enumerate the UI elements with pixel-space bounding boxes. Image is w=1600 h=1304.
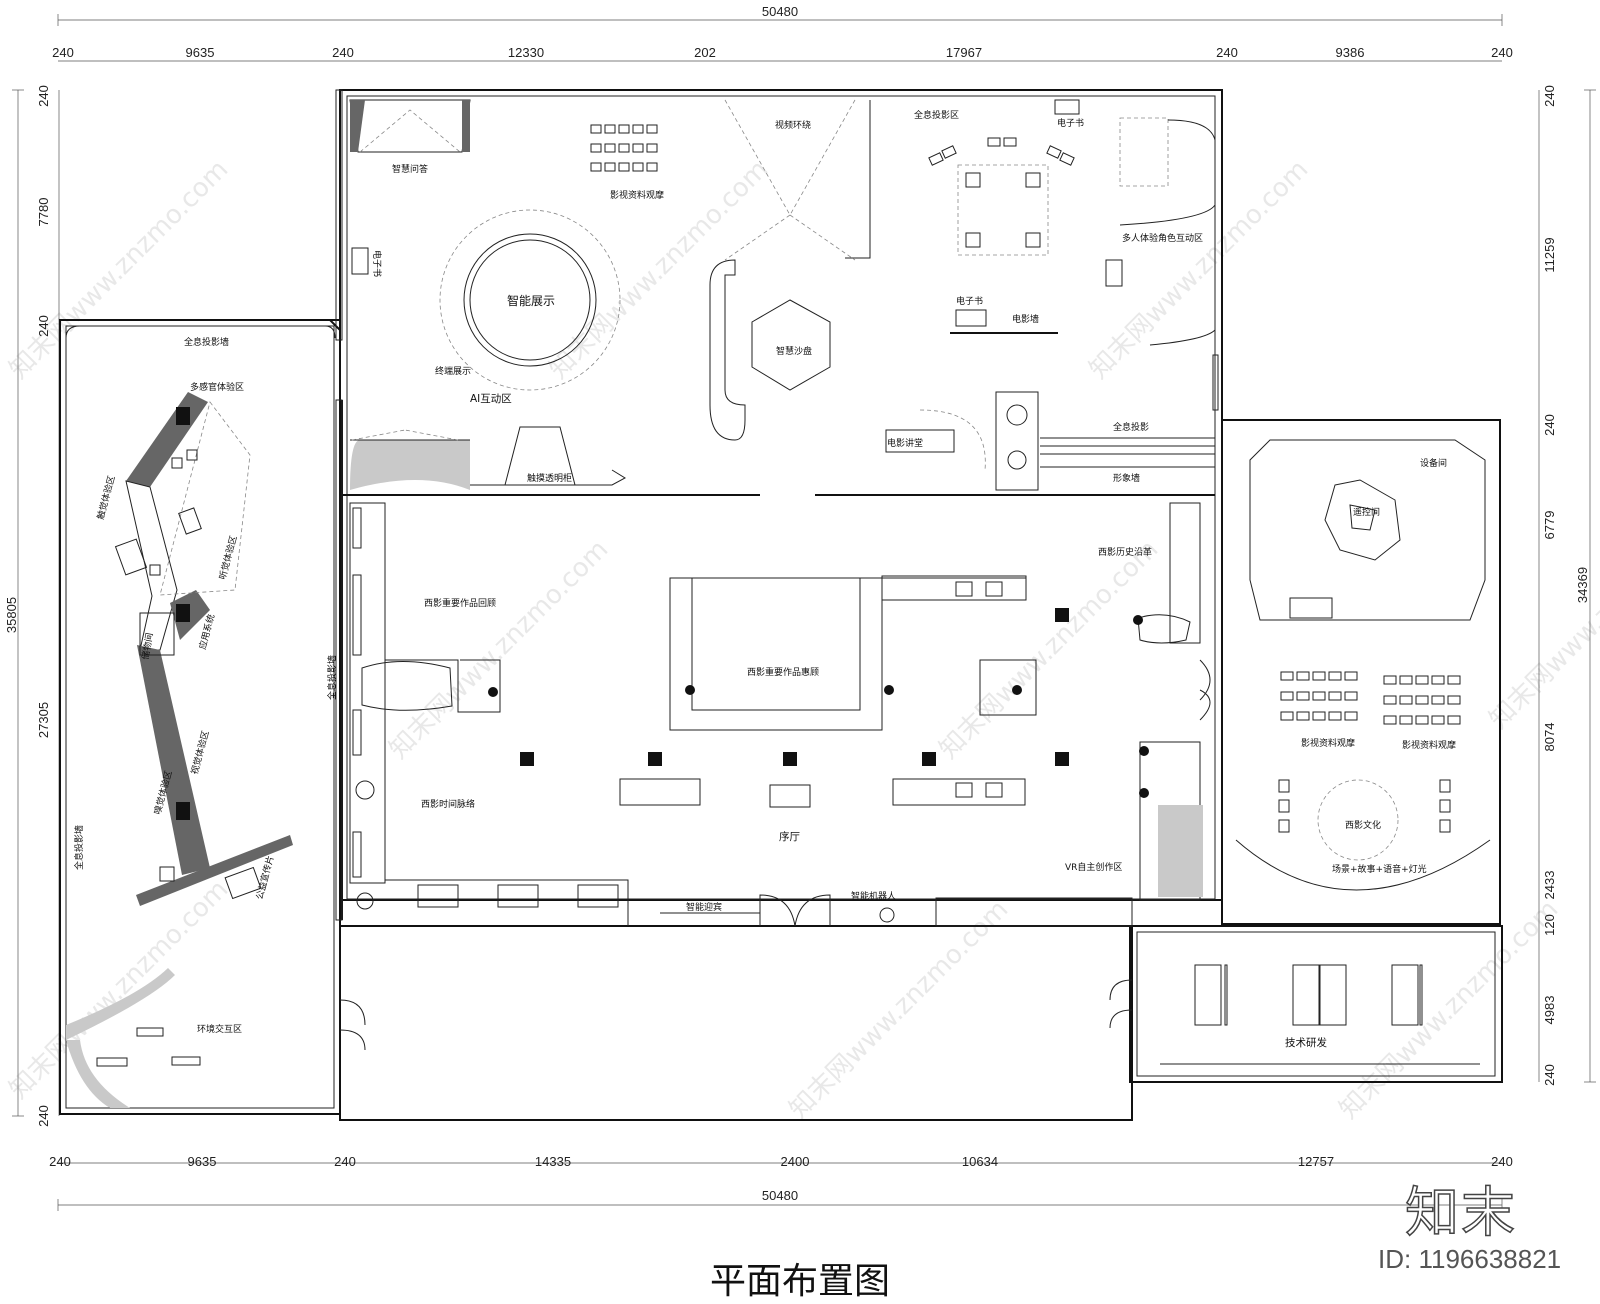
room-label: 触觉体验区	[94, 474, 117, 521]
dim-right: 11259	[1542, 237, 1557, 272]
dim-right: 4983	[1542, 996, 1557, 1025]
asset-id: ID: 1196638821	[1378, 1244, 1562, 1274]
dim-bottom: 9635	[188, 1154, 217, 1169]
room-label: 电子书	[956, 295, 983, 307]
watermark-layer: 知末网www.znzmo.com 知末网www.znzmo.com 知末网www…	[4, 154, 1600, 1125]
watermark: 知末网www.znzmo.com	[934, 534, 1165, 765]
dim-bottom-total: 50480	[762, 1188, 798, 1203]
room-label: 西影历史沿革	[1098, 546, 1152, 558]
room-label: 电子书	[1057, 117, 1084, 129]
dim-left: 7780	[36, 198, 51, 227]
dim-top: 240	[1216, 45, 1238, 60]
room-label: AI互动区	[470, 393, 512, 405]
seat-grid-top	[590, 124, 658, 172]
room-label: 触摸透明柜	[527, 472, 572, 484]
dim-right: 120	[1542, 914, 1557, 936]
holo-zone	[885, 99, 1219, 491]
dim-bottom: 240	[1491, 1154, 1513, 1169]
room-label: 电影墙	[1012, 313, 1039, 325]
watermark: 知末网www.znzmo.com	[384, 534, 615, 765]
room-label: 听觉体验区	[216, 534, 239, 581]
room-label: 视频环绕	[775, 119, 811, 131]
room-label: 多感官体验区	[190, 381, 244, 393]
dim-right: 240	[1542, 1064, 1557, 1086]
brand-logo: 知末	[1404, 1180, 1517, 1245]
dim-right: 6779	[1542, 511, 1557, 540]
watermark: 知末网www.znzmo.com	[1334, 894, 1565, 1125]
dim-left: 240	[36, 1105, 51, 1127]
video-sandtable-zone	[709, 99, 871, 441]
room-label: 西影时间脉络	[421, 798, 475, 810]
room-label: 技术研发	[1285, 1036, 1327, 1049]
dim-top: 9386	[1336, 45, 1365, 60]
watermark: 知末网www.znzmo.com	[544, 154, 775, 385]
room-label: 西影文化	[1345, 819, 1381, 831]
room-label: 多人体验角色互动区	[1122, 232, 1203, 244]
room-label: 遥控间	[1353, 506, 1380, 518]
dim-bottom: 240	[334, 1154, 356, 1169]
dim-right: 8074	[1542, 723, 1557, 752]
room-label: 西影重要作品回顾	[424, 597, 496, 609]
dim-right: 240	[1542, 414, 1557, 436]
room-label: 智能迎宾	[686, 901, 722, 913]
watermark: 知末网www.znzmo.com	[4, 154, 235, 385]
room-label: 智能展示	[507, 293, 555, 308]
dim-bottom: 12757	[1298, 1154, 1334, 1169]
dim-right: 240	[1542, 85, 1557, 107]
dim-top: 12330	[508, 45, 544, 60]
dim-left-total: 35805	[4, 597, 19, 633]
dim-left: 240	[36, 315, 51, 337]
dim-top: 202	[694, 45, 716, 60]
ai-zone	[335, 89, 627, 921]
dim-top-total: 50480	[762, 4, 798, 19]
room-label: 序厅	[779, 830, 800, 843]
building-walls	[59, 89, 1503, 1121]
room-label: 全息投影墙	[73, 825, 85, 870]
room-label: 影视资料观摩	[1402, 739, 1456, 751]
seat-grid-right	[1280, 671, 1461, 725]
room-label: 影视资料观摩	[610, 189, 664, 201]
room-label: VR自主创作区	[1065, 861, 1122, 873]
watermark: 知末网www.znzmo.com	[1084, 154, 1315, 385]
room-label: 视觉体验区	[188, 729, 211, 776]
room-label: 全息投影	[1113, 421, 1149, 433]
watermark: 知末网www.znzmo.com	[4, 874, 235, 1105]
dim-top: 240	[1491, 45, 1513, 60]
room-label: 全息投影墙	[326, 655, 338, 700]
room-label: 影视资料观摩	[1301, 737, 1355, 749]
dim-right: 2433	[1542, 871, 1557, 900]
room-label: 全息投影墙	[184, 336, 229, 348]
dim-bottom: 14335	[535, 1154, 571, 1169]
room-label: 环境交互区	[197, 1023, 242, 1035]
dim-left: 240	[36, 85, 51, 107]
room-label: 终端展示	[435, 365, 471, 377]
dim-bottom: 10634	[962, 1154, 998, 1169]
drawing-title: 平面布置图	[709, 1261, 890, 1302]
room-label: 设备间	[1420, 457, 1447, 469]
left-wing	[65, 325, 336, 1108]
dim-right-total: 34369	[1575, 567, 1590, 603]
room-label: 形象墙	[1113, 472, 1140, 484]
dimension-lines	[12, 14, 1596, 1211]
watermark: 知末网www.znzmo.com	[784, 894, 1015, 1125]
exhibit-hall	[349, 502, 1211, 927]
room-label: 智慧沙盘	[776, 345, 812, 357]
room-label: 智能机器人	[851, 890, 896, 902]
dim-top: 240	[332, 45, 354, 60]
room-label: 电影讲堂	[887, 437, 923, 449]
room-label: 西影重要作品惠顾	[747, 666, 819, 678]
room-label: 全息投影区	[914, 109, 959, 121]
dim-top: 240	[52, 45, 74, 60]
dim-bottom: 240	[49, 1154, 71, 1169]
right-wing	[1235, 439, 1491, 891]
room-label: 智慧问答	[392, 163, 428, 175]
dim-bottom: 2400	[781, 1154, 810, 1169]
dim-left: 27305	[36, 702, 51, 738]
dim-top: 9635	[186, 45, 215, 60]
room-label: 电子书	[371, 250, 383, 277]
room-label: 场景+故事+语音+灯光	[1332, 863, 1427, 875]
tech-rd-desks	[339, 964, 1480, 1065]
dim-top: 17967	[946, 45, 982, 60]
